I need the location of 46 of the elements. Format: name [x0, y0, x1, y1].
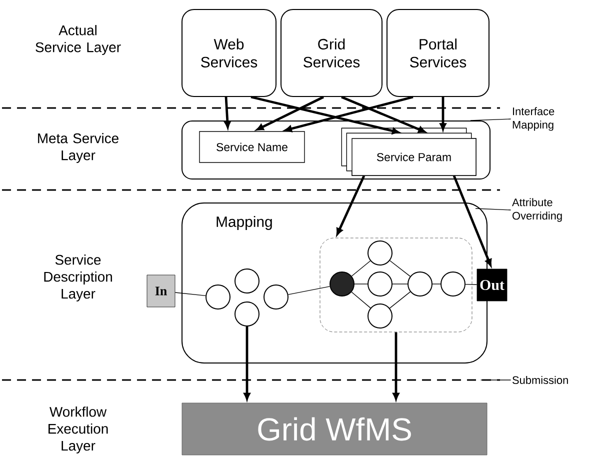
layer-label: Service Description Layer: [44, 254, 112, 302]
arrow: [336, 175, 366, 236]
arrow: [440, 97, 446, 130]
leader-line: [470, 118, 512, 121]
arrow: [284, 96, 414, 132]
connector-line: [389, 291, 411, 309]
task-circle: [234, 302, 260, 326]
connector-line: [390, 260, 410, 277]
layer-panel: [182, 120, 490, 180]
connector-line: [288, 286, 330, 295]
arrow: [392, 332, 400, 400]
connector-line: [351, 260, 371, 276]
connector-line: [465, 284, 478, 285]
connector-line: [351, 292, 371, 308]
arrow: [250, 96, 400, 134]
service-param-stack: Service Param: [341, 128, 476, 176]
layer-label: Workflow Execution Layer: [48, 406, 108, 454]
arrow: [341, 96, 426, 133]
task-circle: [368, 304, 392, 328]
task-circle: [264, 284, 288, 310]
service-box: Portal Services: [386, 9, 490, 97]
note-text: Interface Mapping: [512, 107, 554, 131]
layer-label: Meta Service Layer: [38, 133, 118, 163]
output-port: Out: [476, 268, 508, 302]
task-circle: [206, 284, 230, 310]
service-name-box: Service Name: [199, 131, 305, 163]
note-text: Submission: [512, 376, 568, 384]
task-circle: [368, 272, 392, 296]
subflow-box: [320, 238, 472, 332]
arrow: [256, 96, 324, 130]
arrow: [224, 96, 231, 128]
input-port: In: [146, 274, 176, 308]
leader-line: [475, 208, 512, 210]
arrow: [452, 175, 492, 266]
start-circle: [330, 272, 354, 296]
note-text: Attribute Overriding: [512, 198, 562, 222]
task-circle: [368, 240, 392, 266]
arrow: [244, 326, 250, 400]
service-box: Grid Services: [280, 9, 382, 97]
service-box: Web Services: [182, 9, 276, 97]
layer-label: Actual Service Layer: [36, 25, 121, 55]
task-circle: [440, 272, 466, 296]
wfms-bar: Grid WfMS: [182, 402, 488, 456]
task-circle: [408, 272, 432, 296]
task-circle: [234, 268, 260, 294]
connector-line: [174, 292, 206, 296]
